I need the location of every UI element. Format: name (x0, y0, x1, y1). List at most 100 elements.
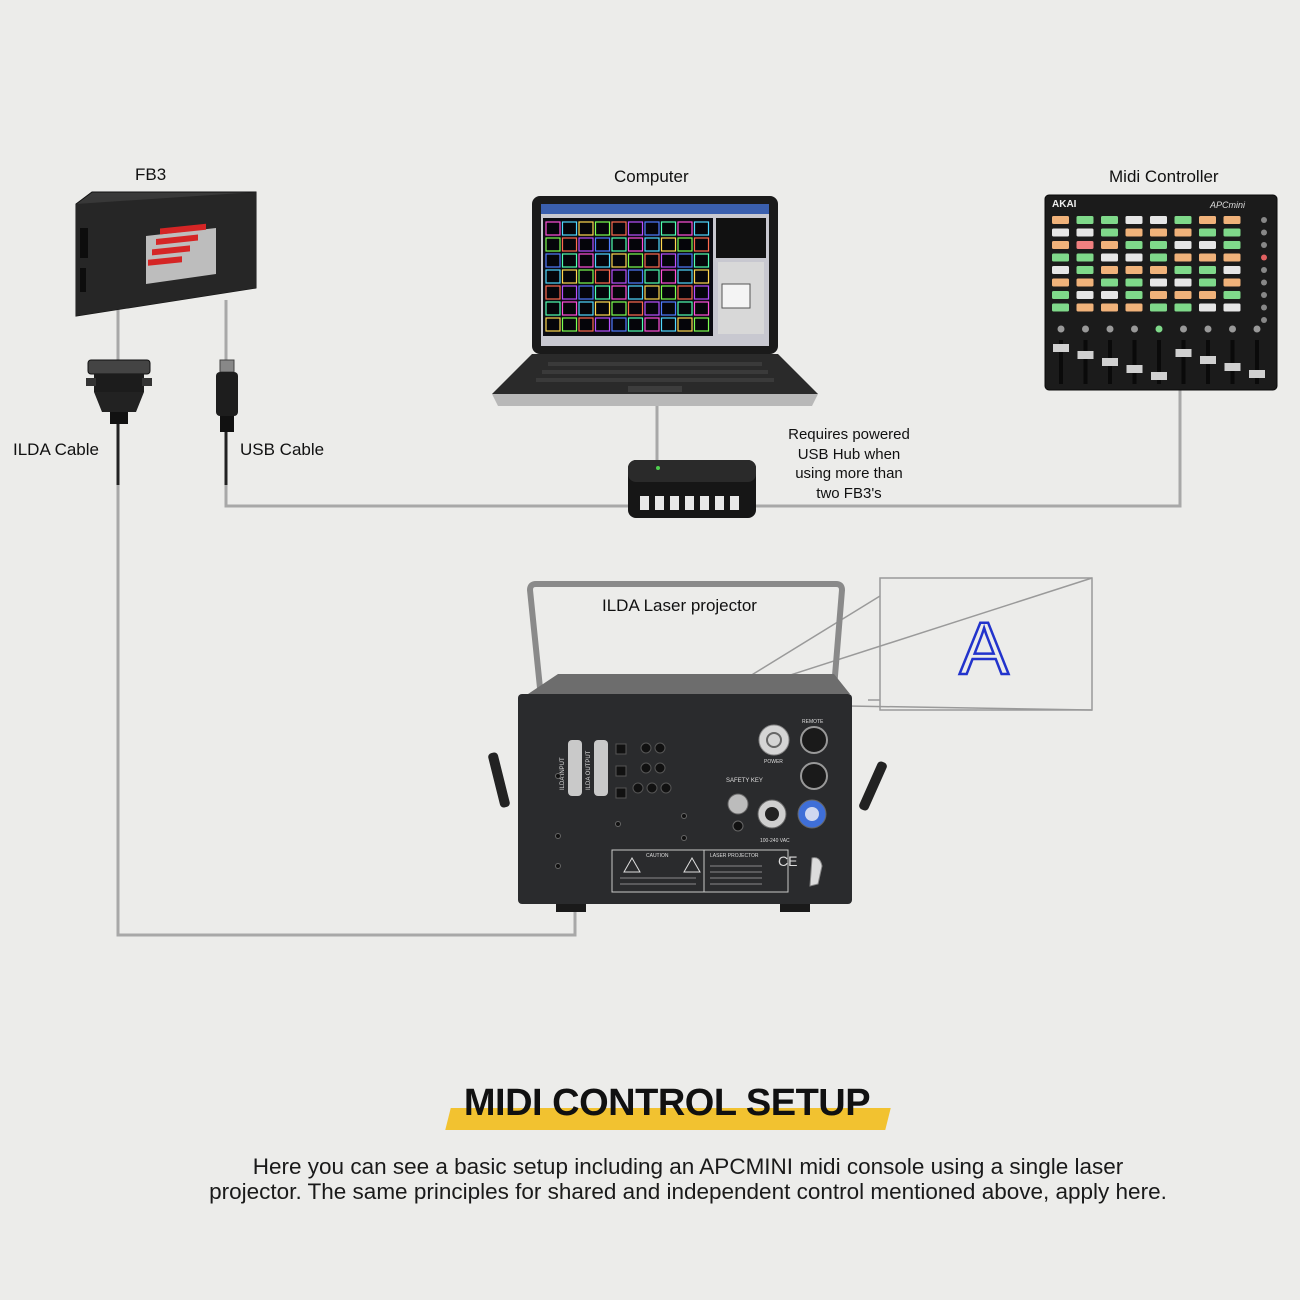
pad-grid (1052, 216, 1241, 312)
pad-button (1052, 228, 1069, 237)
fader-track (1132, 340, 1137, 384)
pad-button (1076, 253, 1094, 262)
panel-remote: REMOTE (802, 719, 824, 725)
software-thumbnail (644, 237, 660, 252)
software-thumbnail-grid (545, 221, 710, 332)
fader-knob (1102, 358, 1118, 366)
software-thumbnail (545, 317, 561, 332)
side-button (1261, 279, 1267, 286)
computer-label: Computer (614, 167, 689, 186)
software-thumbnail (578, 301, 594, 316)
software-thumbnail (561, 301, 578, 316)
pad-button (1125, 303, 1143, 312)
pad-button (1052, 241, 1069, 249)
side-button (1261, 254, 1267, 261)
panel-ilda-input: ILDA INPUT (560, 757, 566, 790)
software-thumbnail (677, 237, 693, 252)
projected-letter: A (959, 607, 1009, 690)
fader-track (1083, 340, 1088, 384)
pad-button (1101, 278, 1118, 287)
usb-cable-label: USB Cable (240, 440, 325, 459)
software-thumbnail (611, 253, 627, 268)
fader-track (1157, 340, 1161, 384)
laptop-image (492, 196, 818, 406)
pad-button (1125, 253, 1143, 262)
midi-controller-label: Midi Controller (1109, 167, 1219, 186)
software-thumbnail (627, 285, 644, 300)
software-thumbnail (594, 285, 611, 300)
side-button (1261, 267, 1267, 273)
fader-knob (1126, 365, 1143, 373)
software-thumbnail (660, 317, 677, 332)
pad-button (1125, 216, 1143, 224)
software-thumbnail (611, 301, 627, 316)
description-line: projector. The same principles for share… (209, 1179, 1167, 1204)
pad-button (1223, 228, 1241, 237)
pad-button (1199, 291, 1216, 299)
software-thumbnail (578, 285, 594, 300)
pad-button (1052, 266, 1069, 274)
pad-button (1125, 278, 1143, 287)
pad-button (1076, 291, 1094, 299)
software-thumbnail (545, 269, 561, 284)
pad-button (1052, 303, 1069, 312)
pad-button (1052, 216, 1069, 224)
software-thumbnail (561, 317, 578, 332)
pad-button (1174, 278, 1192, 287)
hub-note-line: USB Hub when (797, 445, 901, 463)
software-thumbnail (627, 253, 644, 268)
pad-button (1174, 303, 1192, 312)
fader-knob (1249, 370, 1265, 378)
software-thumbnail (644, 301, 660, 316)
pad-button (1223, 253, 1241, 262)
software-thumbnail (578, 269, 594, 284)
pad-button (1076, 278, 1094, 287)
software-thumbnail (561, 221, 578, 236)
software-thumbnail (693, 221, 710, 236)
pad-button (1150, 291, 1167, 299)
pad-button (1199, 241, 1216, 249)
pad-button (1076, 303, 1094, 312)
panel-voltage: 100-240 VAC (760, 838, 790, 844)
pad-button (1150, 228, 1167, 237)
pad-button (1150, 266, 1167, 274)
software-thumbnail (693, 285, 710, 300)
software-thumbnail (693, 301, 710, 316)
pad-button (1101, 291, 1118, 299)
pad-button (1174, 266, 1192, 274)
fader-knob (1224, 363, 1241, 371)
software-thumbnail (693, 269, 710, 284)
side-button (1261, 304, 1267, 311)
software-thumbnail (693, 253, 710, 268)
pad-button (1076, 228, 1094, 237)
software-thumbnail (594, 301, 611, 316)
pad-button (1125, 228, 1143, 237)
software-thumbnail (677, 285, 693, 300)
software-thumbnail (660, 221, 677, 236)
software-thumbnail (644, 317, 660, 332)
pad-button (1223, 216, 1241, 224)
software-thumbnail (660, 285, 677, 300)
ilda-cable-label: ILDA Cable (13, 440, 99, 459)
controller-brand: AKAI (1052, 199, 1077, 210)
pad-button (1101, 253, 1118, 262)
fader-knob (1077, 351, 1094, 359)
software-thumbnail (545, 253, 561, 268)
fb3-box-image (75, 191, 257, 317)
software-thumbnail (644, 269, 660, 284)
pad-button (1125, 266, 1143, 274)
software-thumbnail (693, 237, 710, 252)
software-thumbnail (545, 285, 561, 300)
software-thumbnail (611, 237, 627, 252)
software-thumbnail (644, 285, 660, 300)
software-thumbnail (660, 253, 677, 268)
fader-track (1230, 340, 1235, 384)
fader-track (1255, 340, 1259, 384)
software-thumbnail (627, 301, 644, 316)
panel-ilda-output: ILDA OUTPUT (586, 750, 592, 790)
fader-track (1181, 340, 1186, 384)
software-thumbnail (627, 221, 644, 236)
pad-button (1076, 216, 1094, 224)
software-thumbnail (594, 221, 611, 236)
software-thumbnail (611, 285, 627, 300)
